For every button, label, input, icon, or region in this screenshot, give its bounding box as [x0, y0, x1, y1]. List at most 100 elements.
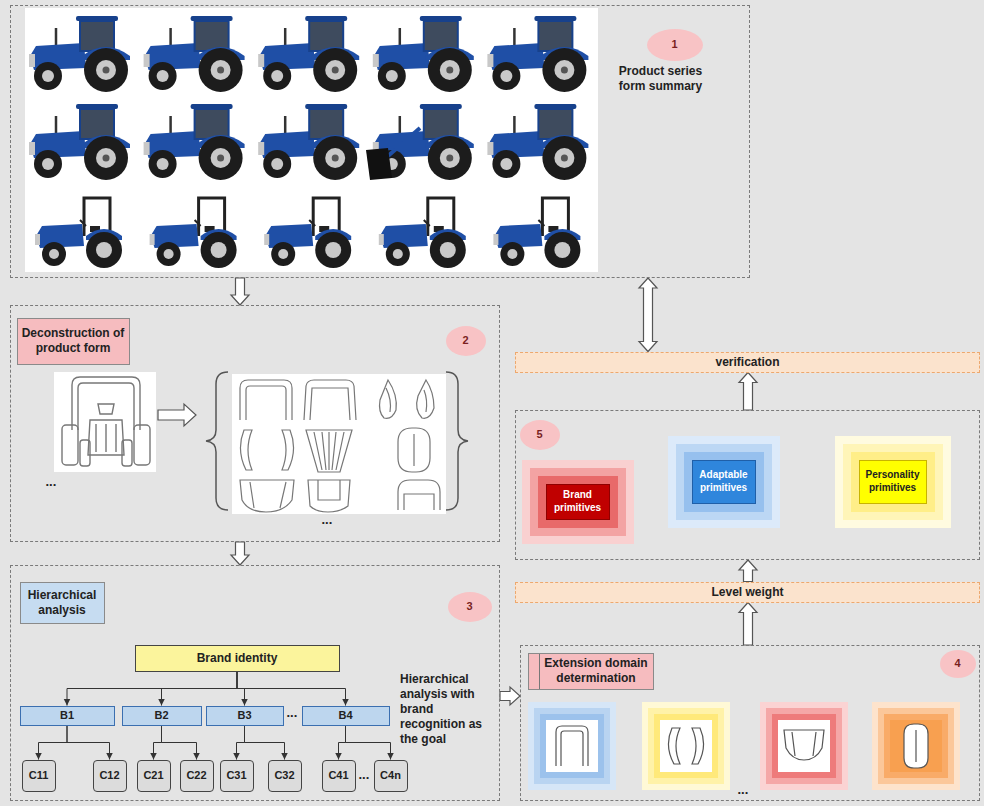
tractor-photo	[150, 198, 237, 268]
extension-domains	[528, 702, 960, 790]
ellipsis-mark: ...	[46, 474, 57, 490]
flow-arrow	[739, 560, 757, 582]
box-label: B3	[237, 709, 251, 723]
tractor-photo	[144, 16, 245, 92]
ellipsis-mark: ...	[359, 767, 370, 783]
tractor-photo	[258, 104, 359, 180]
sub-criterion-box: C4n	[374, 760, 408, 792]
sketch-wheel	[80, 440, 90, 466]
loader-bucket	[366, 148, 392, 180]
form-parts	[240, 380, 440, 512]
tree-connector	[237, 726, 245, 760]
primitive-core: Brand primitives	[546, 484, 610, 520]
color-band: Adaptable primitives	[684, 452, 764, 512]
right-brace	[446, 372, 468, 510]
criterion-box: B4	[302, 706, 390, 726]
step-number-text: 2	[462, 334, 468, 348]
domain-band	[540, 714, 604, 778]
domain-band	[760, 702, 848, 790]
tractor-photo	[373, 16, 474, 92]
step-number-text: 3	[466, 600, 472, 614]
tractor-photo	[487, 16, 588, 92]
tractor-photo	[379, 198, 466, 268]
domain-band	[528, 702, 616, 790]
domain-band	[884, 714, 948, 778]
sketch-rollbar	[78, 383, 134, 430]
step-number-text: 4	[954, 657, 960, 671]
sub-criterion-box: C41	[322, 760, 356, 792]
flow-arrow	[231, 278, 249, 305]
box-label: C11	[29, 769, 49, 783]
tractor-sketch	[54, 372, 156, 472]
box-label: verification	[715, 355, 779, 370]
domain-core	[890, 720, 942, 772]
criterion-box: B2	[122, 706, 202, 726]
part-hood	[240, 480, 294, 512]
stage-bar: Level weight	[515, 582, 980, 603]
box-label: Deconstruction of product form	[18, 326, 129, 356]
ellipsis-mark: ...	[287, 705, 298, 721]
tractor-photos	[29, 16, 588, 268]
sketch-rollbar	[72, 377, 140, 430]
sketch-hood	[88, 420, 124, 455]
dashed-panel: ...Extension domain determination4	[520, 645, 980, 801]
text-slot: ...	[322, 512, 333, 528]
box-label: C12	[99, 769, 119, 783]
color-band: Brand primitives	[530, 468, 626, 536]
tractor-photo	[144, 104, 245, 180]
domain-band	[872, 702, 960, 790]
stage-bar: verification	[515, 352, 980, 373]
tractor-photo	[35, 198, 122, 268]
box-label: Adaptable primitives	[693, 469, 755, 494]
step-title: Deconstruction of product form	[17, 318, 130, 365]
flow-arrow	[739, 373, 757, 411]
sketch-wheel	[134, 425, 150, 465]
sketch-ground	[54, 372, 156, 472]
box-label: B4	[338, 709, 352, 723]
tree-connector	[346, 726, 391, 760]
primitive-core: Adaptable primitives	[692, 460, 756, 504]
step-number: 3	[448, 592, 492, 622]
step-number: 4	[940, 650, 976, 678]
ellipsis-mark: ...	[738, 782, 749, 798]
box-label: Brand identity	[197, 651, 278, 666]
domain-icon	[556, 726, 588, 766]
primitive-box: Brand primitives	[522, 460, 634, 544]
goal-box: Brand identity	[135, 645, 340, 672]
text-slot: ...	[287, 705, 298, 721]
part-hood	[308, 480, 350, 512]
flow-arrow	[739, 603, 757, 646]
sketch-wheel	[122, 440, 132, 466]
tree-connector	[39, 726, 68, 760]
part-frame	[398, 480, 440, 510]
domain-band	[878, 708, 954, 784]
panel-title: Product series form summary	[606, 64, 716, 94]
domain-band	[534, 708, 610, 784]
step-number: 5	[520, 420, 560, 450]
step-number: 2	[446, 326, 486, 356]
part-oval-grille	[398, 428, 430, 472]
tractor-photo	[487, 104, 588, 180]
flow-arrow	[231, 542, 249, 565]
sub-criterion-box: C22	[180, 760, 214, 792]
domain-core	[660, 720, 712, 772]
box-label: C32	[274, 769, 294, 783]
box-label: C31	[226, 769, 246, 783]
domain-band	[642, 702, 730, 790]
domain-icon	[904, 724, 928, 768]
tree-connector	[154, 726, 162, 760]
part-arch	[304, 380, 356, 420]
box-label: C21	[143, 769, 163, 783]
dashed-panel: 5Brand primitivesAdaptable primitivesPer…	[515, 410, 980, 560]
ellipsis-mark: ...	[322, 512, 333, 528]
box-label: C4n	[380, 769, 401, 783]
box-label: Level weight	[711, 585, 783, 600]
tree-connector	[67, 726, 110, 760]
tree-connector	[245, 726, 285, 760]
step-number-text: 5	[536, 428, 542, 442]
step-number: 1	[647, 29, 703, 61]
tractor-photo	[258, 16, 359, 92]
text-slot: Product series form summary	[606, 64, 716, 94]
domain-core	[778, 720, 830, 772]
